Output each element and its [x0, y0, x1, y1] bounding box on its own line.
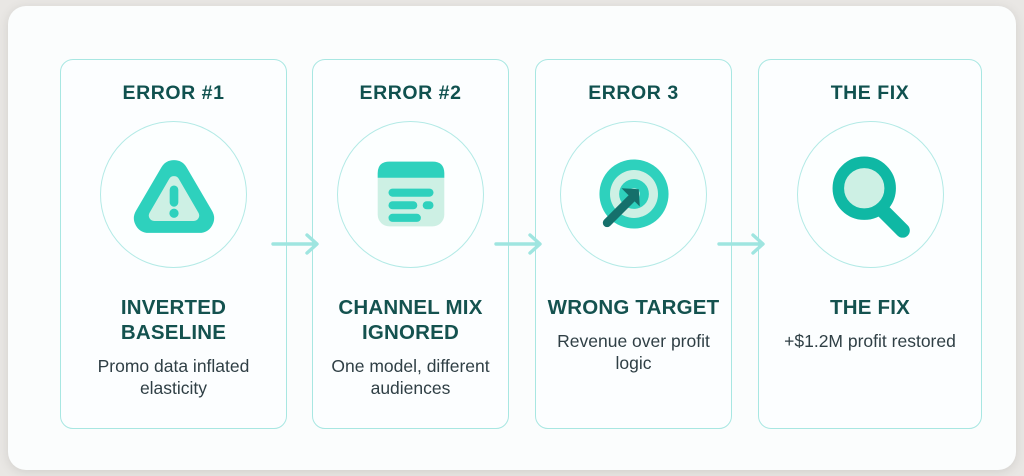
warning-triangle-icon: [127, 147, 221, 241]
icon-circle: [796, 120, 944, 268]
card-description: One model, different audiences: [331, 355, 490, 399]
card-eyebrow: ERROR 3: [588, 82, 679, 104]
card-title: CHANNEL MIX IGNORED: [338, 295, 483, 344]
flow-card-error-3[interactable]: ERROR 3 WRONG TARGET Revenue over profit…: [535, 59, 732, 429]
card-title: WRONG TARGET: [547, 295, 720, 319]
icon-circle: [100, 120, 247, 268]
arrow-right-icon: [271, 231, 329, 257]
arrow-right-icon: [717, 231, 775, 257]
icon-circle: [337, 120, 484, 268]
flow-card-the-fix[interactable]: THE FIX THE FIX +$1.2M profit restored: [758, 59, 982, 429]
card-eyebrow: ERROR #1: [122, 82, 225, 104]
document-lines-icon: [366, 149, 456, 239]
process-flow: ERROR #1 INVERTED BASELINE Promo data in…: [52, 51, 982, 429]
target-arrow-icon: [586, 146, 682, 242]
icon-circle: [560, 120, 707, 268]
card-description: +$1.2M profit restored: [784, 330, 956, 351]
card-description: Promo data inflated elasticity: [97, 355, 250, 399]
card-description: Revenue over profit logic: [557, 330, 710, 374]
arrow-right-icon: [494, 231, 552, 257]
card-eyebrow: THE FIX: [830, 82, 910, 104]
flow-card-error-1[interactable]: ERROR #1 INVERTED BASELINE Promo data in…: [60, 59, 287, 429]
card-title: THE FIX: [830, 295, 910, 319]
card-eyebrow: ERROR #2: [359, 82, 462, 104]
flow-card-error-2[interactable]: ERROR #2 CHANNEL MIX IGNORED One model, …: [312, 59, 509, 429]
magnifier-icon: [822, 146, 918, 242]
card-title: INVERTED BASELINE: [120, 295, 227, 344]
diagram-panel: ERROR #1 INVERTED BASELINE Promo data in…: [8, 6, 1016, 470]
